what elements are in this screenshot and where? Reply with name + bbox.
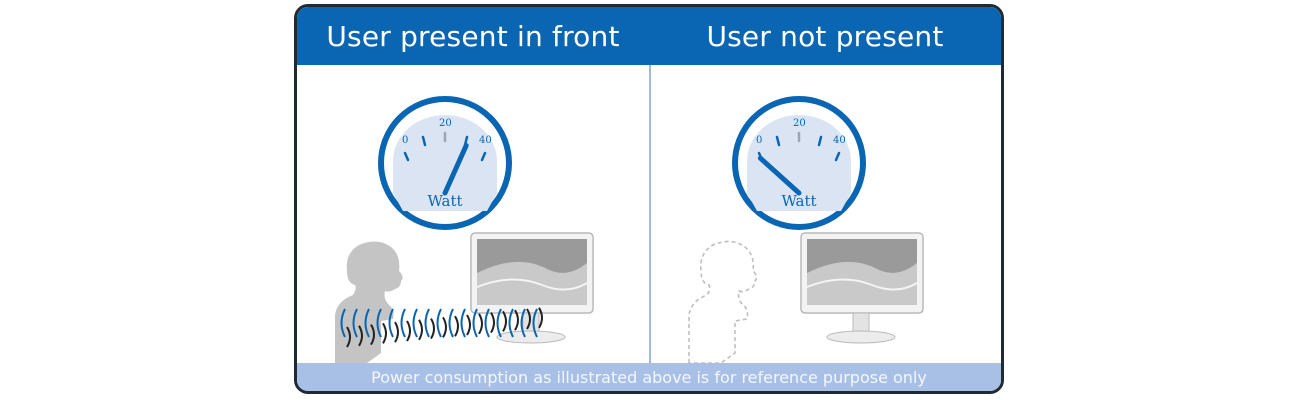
- wave-arc: [340, 308, 346, 338]
- monitor-icon: [800, 232, 924, 344]
- gauge-tick-0: 0: [402, 135, 408, 146]
- gauge-tick-40: 40: [479, 135, 492, 146]
- power-gauge-present: 0 20 40 Watt: [378, 96, 512, 230]
- wave-arc: [442, 316, 447, 338]
- wave-arc: [514, 309, 519, 331]
- panel-user-present: 0 20 40 Watt: [297, 65, 649, 365]
- gauge-tick-40: 40: [833, 135, 846, 146]
- power-gauge-absent: 0 20 40 Watt: [732, 96, 866, 230]
- wave-arc: [400, 308, 406, 338]
- wave-arc: [490, 312, 495, 334]
- wave-arc: [520, 308, 526, 338]
- wave-arc: [508, 308, 514, 338]
- wave-arc: [478, 313, 483, 335]
- wave-arc: [436, 308, 442, 338]
- absent-user-outline: [688, 240, 758, 364]
- wave-arc: [364, 308, 370, 338]
- wave-arc: [502, 310, 507, 332]
- panel-user-absent: 0 20 40 Watt: [651, 65, 1001, 365]
- wave-arc: [376, 308, 382, 338]
- wave-arc: [532, 308, 538, 338]
- wave-arc: [526, 308, 531, 330]
- wave-arc: [472, 308, 478, 338]
- wave-arc: [460, 308, 466, 338]
- wave-arc: [448, 308, 454, 338]
- header-bar: User present in front User not present: [297, 7, 1001, 65]
- gauge-needle: [757, 155, 802, 196]
- wave-arc: [370, 324, 375, 346]
- wave-arc: [538, 307, 543, 329]
- panel-title-present: User present in front: [326, 19, 620, 53]
- monitor-icon: [470, 232, 594, 344]
- wave-arc: [430, 318, 435, 340]
- gauge-tick-0: 0: [756, 135, 762, 146]
- wave-arc: [394, 321, 399, 343]
- gauge-unit-label: Watt: [427, 192, 462, 210]
- panel-divider: [649, 65, 651, 365]
- wave-arc: [346, 326, 351, 348]
- infographic-frame: User present in front User not present 0…: [294, 4, 1004, 394]
- wave-arc: [352, 308, 358, 338]
- gauge-needle: [442, 143, 469, 196]
- sensor-waves-outgoing: [340, 308, 538, 338]
- wave-arc: [454, 315, 459, 337]
- wave-arc: [484, 308, 490, 338]
- wave-arc: [466, 314, 471, 336]
- wave-arc: [496, 308, 502, 338]
- wave-arc: [418, 319, 423, 341]
- wave-arc: [412, 308, 418, 338]
- scene-user-present: [335, 232, 594, 363]
- wave-arc: [388, 308, 394, 338]
- sensor-waves-returning: [346, 307, 543, 348]
- gauge-tick-20: 20: [793, 118, 806, 129]
- gauge-unit-label: Watt: [781, 192, 816, 210]
- panel-title-absent: User not present: [706, 19, 944, 53]
- scene-user-absent: [688, 232, 924, 364]
- footer-disclaimer: Power consumption as illustrated above i…: [297, 363, 1001, 391]
- wave-arc: [406, 320, 411, 342]
- gauge-tick-20: 20: [439, 118, 452, 129]
- wave-arc: [358, 325, 363, 347]
- user-silhouette: [335, 241, 403, 363]
- wave-arc: [382, 322, 387, 344]
- wave-arc: [424, 308, 430, 338]
